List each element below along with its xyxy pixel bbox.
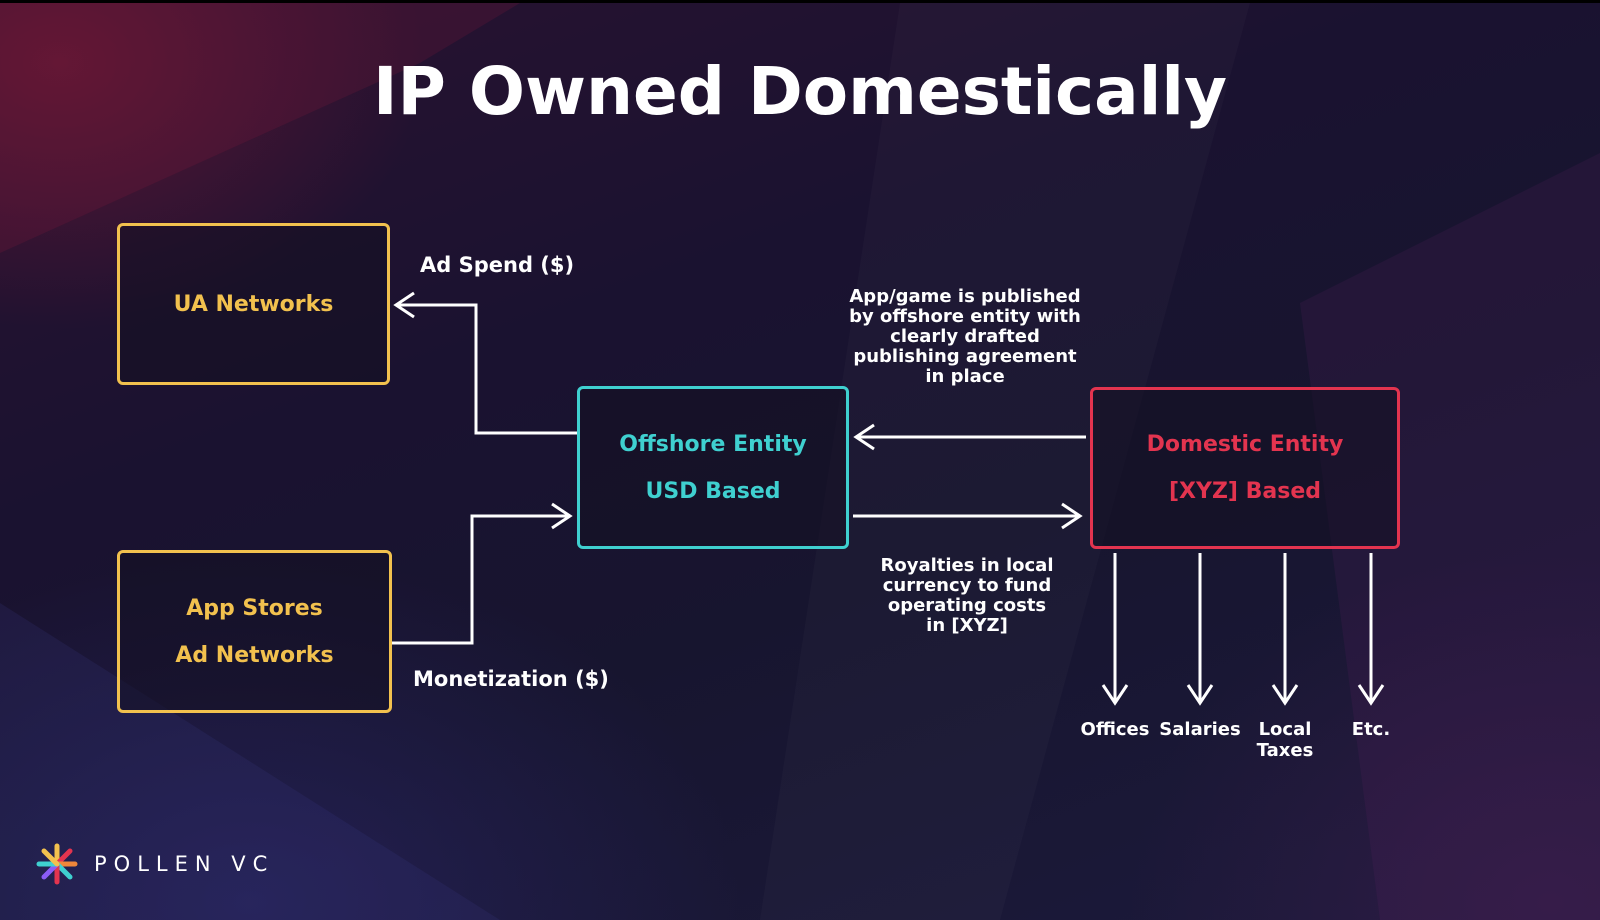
publishing-note-line: in place xyxy=(925,366,1005,387)
cost-label-line: Salaries xyxy=(1159,719,1241,740)
brand-logo: POLLEN VC xyxy=(36,843,274,885)
node-offshore-entity-label: Offshore Entity xyxy=(619,431,807,457)
publishing-note-line: App/game is published xyxy=(849,286,1081,307)
brand-name: POLLEN VC xyxy=(94,852,275,876)
node-domestic-entity: Domestic Entity [XYZ] Based xyxy=(1090,387,1400,549)
arrowhead-royalties xyxy=(1061,502,1083,530)
node-offshore-currency-label: USD Based xyxy=(645,478,781,504)
arrowhead-publishing xyxy=(853,423,875,451)
arrowhead-cost-offices xyxy=(1101,684,1129,706)
publishing-note-line: by offshore entity with xyxy=(849,306,1081,327)
edge-label-ad-spend: Ad Spend ($) xyxy=(420,253,575,277)
publishing-note-line: publishing agreement xyxy=(853,346,1077,367)
cost-label-line: Etc. xyxy=(1351,719,1391,740)
node-domestic-entity-label: Domestic Entity xyxy=(1146,432,1344,457)
node-ua-networks-label: UA Networks xyxy=(173,291,334,317)
arrow-ad-spend xyxy=(396,303,577,435)
edge-label-monetization: Monetization ($) xyxy=(413,667,609,691)
cost-label-local-taxes: Local Taxes xyxy=(1230,719,1340,761)
royalties-note-line: operating costs xyxy=(887,595,1047,616)
node-offshore-entity: Offshore Entity USD Based xyxy=(577,386,849,549)
connector-arrows xyxy=(392,291,1385,706)
edge-label-royalties: Royalties in local currency to fund oper… xyxy=(862,556,1072,636)
node-ua-networks: UA Networks xyxy=(117,223,390,385)
royalties-note-line: in [XYZ] xyxy=(926,615,1008,636)
arrowhead-cost-salaries xyxy=(1186,684,1214,706)
cost-label-etc: Etc. xyxy=(1316,719,1426,740)
node-ad-networks-label: Ad Networks xyxy=(175,642,334,668)
slide: IP Owned Domestically UA Networks App St… xyxy=(0,3,1600,920)
publishing-note-line: clearly drafted xyxy=(890,326,1040,347)
royalties-note-line: currency to fund xyxy=(882,575,1052,596)
edge-label-publishing: App/game is published by offshore entity… xyxy=(840,287,1090,387)
node-domestic-currency-label: [XYZ] Based xyxy=(1169,479,1321,504)
node-app-stores-label: App Stores xyxy=(186,595,323,621)
cost-label-offices: Offices xyxy=(1060,719,1170,740)
arrow-monetization xyxy=(392,514,570,645)
arrowhead-cost-taxes xyxy=(1271,684,1299,706)
cost-label-line: Offices xyxy=(1080,719,1150,740)
royalties-note-line: Royalties in local xyxy=(880,555,1054,576)
cost-label-salaries: Salaries xyxy=(1145,719,1255,740)
cost-label-line: Taxes xyxy=(1256,740,1314,761)
arrowhead-monetization xyxy=(551,502,573,530)
slide-title: IP Owned Domestically xyxy=(372,53,1227,130)
arrowhead-cost-etc xyxy=(1357,684,1385,706)
node-app-stores: App Stores Ad Networks xyxy=(117,550,392,713)
arrowhead-ad-spend xyxy=(393,291,415,319)
cost-label-line: Local xyxy=(1258,719,1312,740)
pollen-star-icon xyxy=(36,843,78,885)
